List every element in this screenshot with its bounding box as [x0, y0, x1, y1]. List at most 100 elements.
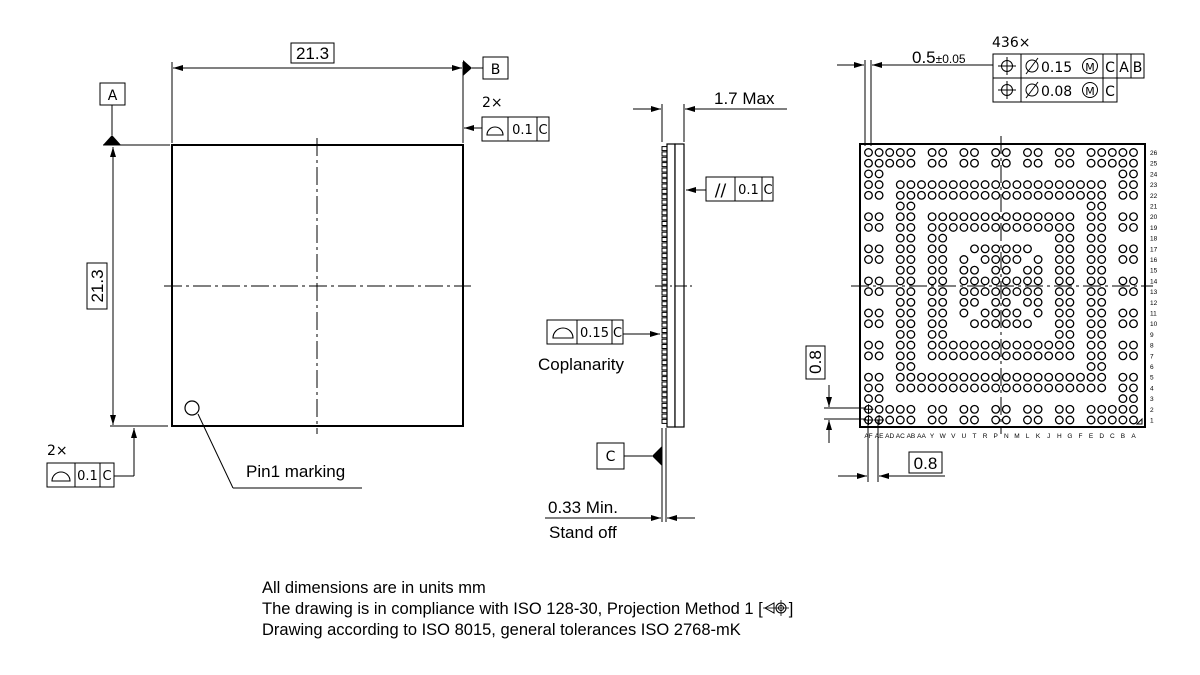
solder-ball [1129, 276, 1138, 286]
solder-ball [1086, 233, 1096, 243]
solder-ball [1001, 383, 1011, 393]
solder-ball [938, 297, 948, 307]
pitch-vertical: 0.8 [806, 350, 825, 374]
solder-ball-profile [661, 397, 668, 403]
solder-ball [927, 383, 937, 393]
solder-ball-profile [661, 290, 668, 296]
profile-surface-icon [552, 327, 574, 339]
solder-ball [874, 351, 884, 361]
solder-ball-profile [661, 194, 668, 200]
solder-ball [1023, 372, 1032, 382]
solder-ball [864, 340, 873, 350]
solder-ball [1001, 351, 1011, 361]
solder-ball [938, 265, 948, 275]
solder-ball [864, 148, 873, 157]
flatness-datum-left: C [102, 469, 111, 484]
solder-ball [1023, 190, 1032, 200]
solder-ball [906, 201, 916, 211]
solder-ball [1065, 212, 1075, 222]
solder-ball [1044, 222, 1054, 232]
solder-ball [895, 383, 905, 393]
solder-ball [1097, 415, 1107, 425]
solder-ball [885, 404, 895, 414]
solder-ball [1065, 372, 1075, 382]
solder-ball [991, 297, 1001, 307]
solder-ball [980, 351, 990, 361]
solder-ball [1118, 244, 1128, 254]
solder-ball [906, 265, 916, 275]
solder-ball [1097, 222, 1107, 232]
solder-ball [991, 255, 1001, 264]
solder-ball-profile [661, 338, 668, 344]
solder-ball [970, 383, 979, 393]
solder-ball-profile [661, 354, 668, 360]
solder-ball [938, 276, 948, 286]
solder-ball [874, 180, 884, 190]
solder-ball [1001, 148, 1011, 157]
solder-ball [948, 340, 958, 350]
solder-ball [895, 201, 905, 211]
solder-ball [1086, 415, 1096, 425]
solder-ball [980, 255, 990, 264]
solder-ball [948, 383, 958, 393]
row-label: 8 [1150, 343, 1154, 350]
solder-ball [1107, 415, 1117, 425]
solder-ball [1044, 340, 1054, 350]
parallelism-frame: // 0.1 C [705, 176, 774, 202]
solder-ball [1023, 158, 1032, 168]
solder-ball [959, 276, 969, 286]
solder-ball [970, 148, 979, 157]
solder-ball [895, 255, 905, 264]
solder-ball [938, 158, 948, 168]
solder-ball [1012, 383, 1022, 393]
solder-ball [874, 190, 884, 200]
solder-ball [1023, 404, 1032, 414]
datum-b-label: B [491, 62, 501, 78]
solder-ball [1076, 180, 1085, 190]
solder-ball [1033, 297, 1043, 307]
solder-ball [1033, 276, 1043, 286]
solder-ball [991, 190, 1001, 200]
solder-ball [970, 415, 979, 425]
solder-ball [864, 394, 873, 404]
solder-ball [970, 265, 979, 275]
solder-ball [1054, 404, 1064, 414]
solder-ball [1023, 180, 1032, 190]
solder-ball [1065, 404, 1075, 414]
solder-ball [927, 158, 937, 168]
row-label: 24 [1150, 171, 1158, 178]
solder-ball [895, 287, 905, 297]
solder-ball [927, 222, 937, 232]
row-label: 3 [1150, 396, 1154, 403]
solder-ball [906, 212, 916, 222]
corner-mark [1135, 417, 1143, 425]
solder-ball [927, 404, 937, 414]
solder-ball [991, 265, 1001, 275]
solder-ball [1118, 148, 1128, 157]
coplanarity-value: 0.15 [580, 326, 609, 341]
solder-ball [864, 308, 873, 318]
solder-ball [1097, 351, 1107, 361]
solder-ball [927, 340, 937, 350]
solder-ball [1086, 148, 1096, 157]
solder-ball [864, 319, 873, 329]
solder-ball [938, 233, 948, 243]
solder-ball [991, 404, 1001, 414]
solder-ball [1118, 212, 1128, 222]
solder-ball-profile [661, 344, 668, 349]
column-label: C [1110, 433, 1115, 440]
solder-ball [895, 158, 905, 168]
standoff-label: Stand off [549, 523, 617, 542]
solder-ball [1129, 308, 1138, 318]
solder-ball [1097, 180, 1107, 190]
column-label: AD [885, 433, 894, 440]
row-label: 18 [1150, 236, 1158, 243]
solder-ball [1033, 340, 1043, 350]
solder-ball-profile [661, 370, 668, 376]
solder-ball [1044, 372, 1054, 382]
solder-ball [1054, 233, 1064, 243]
solder-ball [991, 287, 1001, 297]
solder-ball [895, 244, 905, 254]
solder-ball [1023, 148, 1032, 157]
solder-ball [1118, 255, 1128, 264]
